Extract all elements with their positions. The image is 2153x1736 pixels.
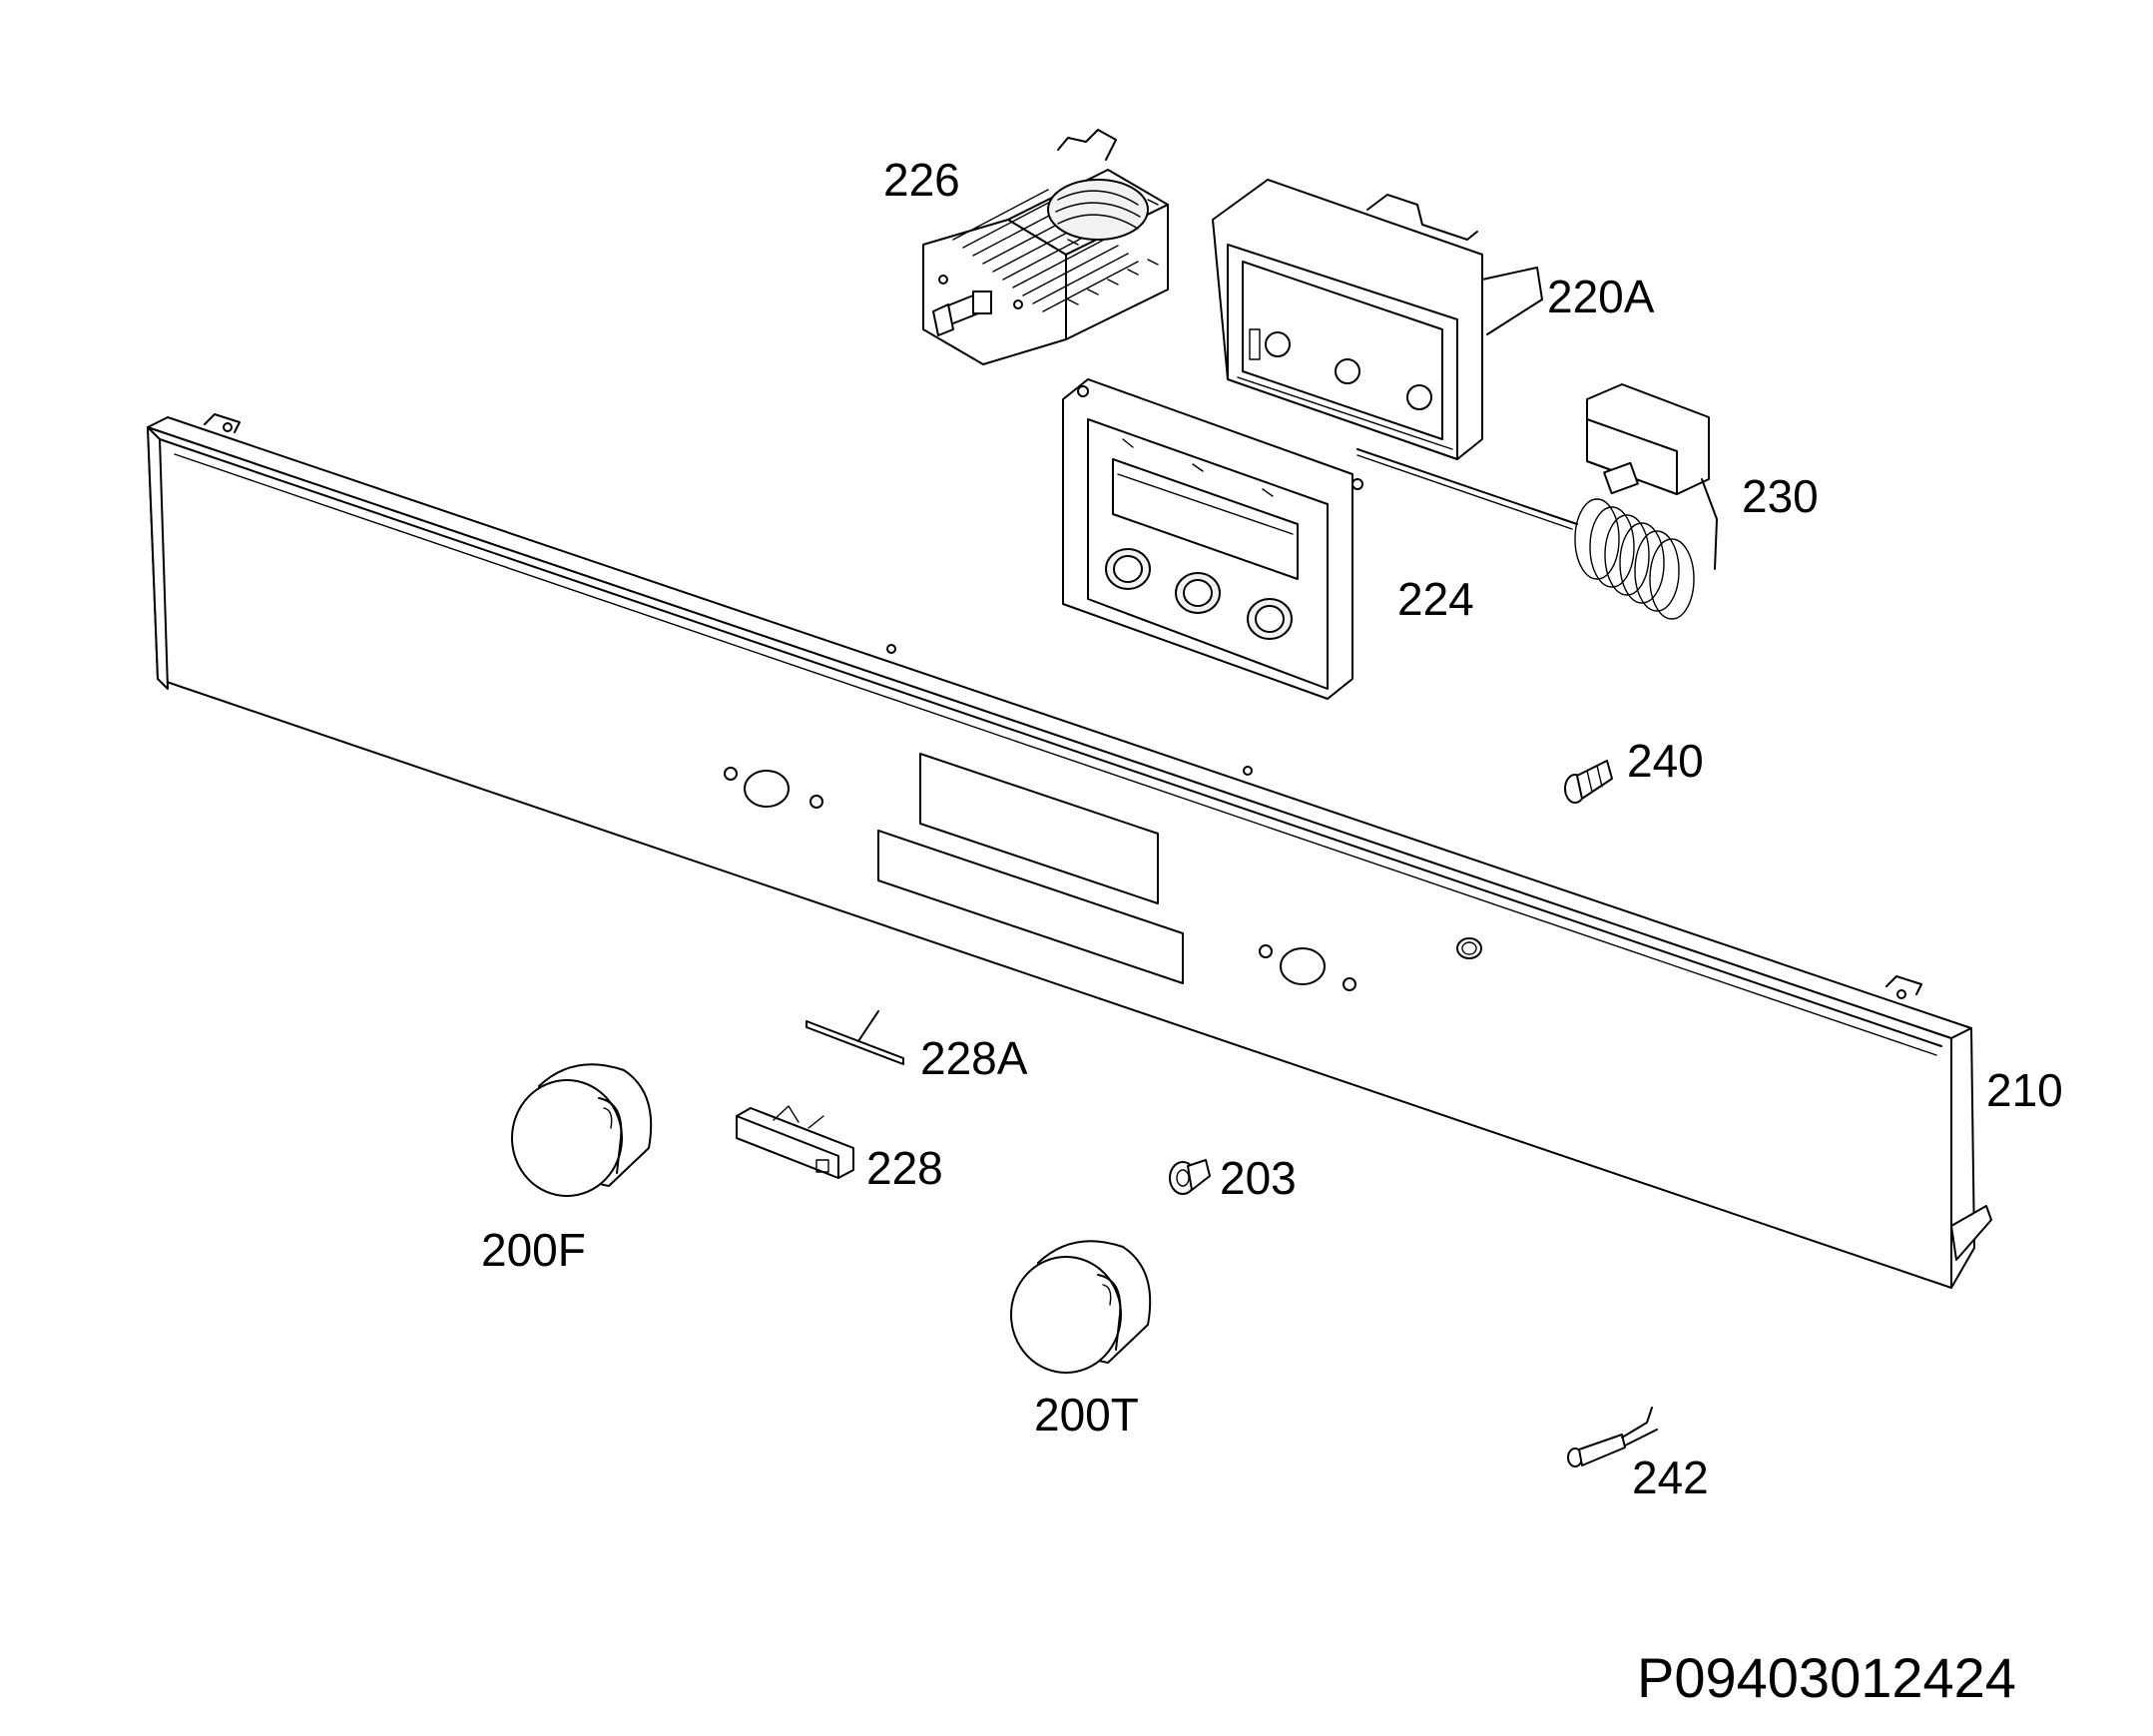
selector-switch-icon [922,129,1169,365]
label-228A: 228A [920,1032,1028,1084]
display-housing-icon [1212,179,1543,460]
label-200F: 200F [481,1224,586,1276]
spring-clip-icon [806,1010,904,1065]
label-200T: 200T [1034,1389,1139,1441]
display-frame-icon [1062,378,1363,700]
label-242: 242 [1632,1451,1709,1503]
label-224: 224 [1397,573,1474,625]
control-panel-icon [147,413,1992,1289]
thermostat-knob-icon [1010,1240,1152,1374]
function-knob-icon [511,1063,653,1197]
label-226: 226 [883,154,960,206]
push-button-icon [736,1105,854,1179]
label-230: 230 [1742,470,1819,522]
thermostat-icon [1356,383,1718,620]
screw-icon [1169,1159,1211,1195]
document-number: P09403012424 [1637,1646,2016,1709]
label-220A: 220A [1547,271,1655,322]
label-210: 210 [1986,1064,2063,1116]
neon-lamp-icon [1567,1407,1658,1467]
label-240: 240 [1627,735,1704,787]
label-203: 203 [1220,1152,1297,1204]
label-228: 228 [866,1142,943,1194]
lamp-holder-icon [1564,760,1613,804]
